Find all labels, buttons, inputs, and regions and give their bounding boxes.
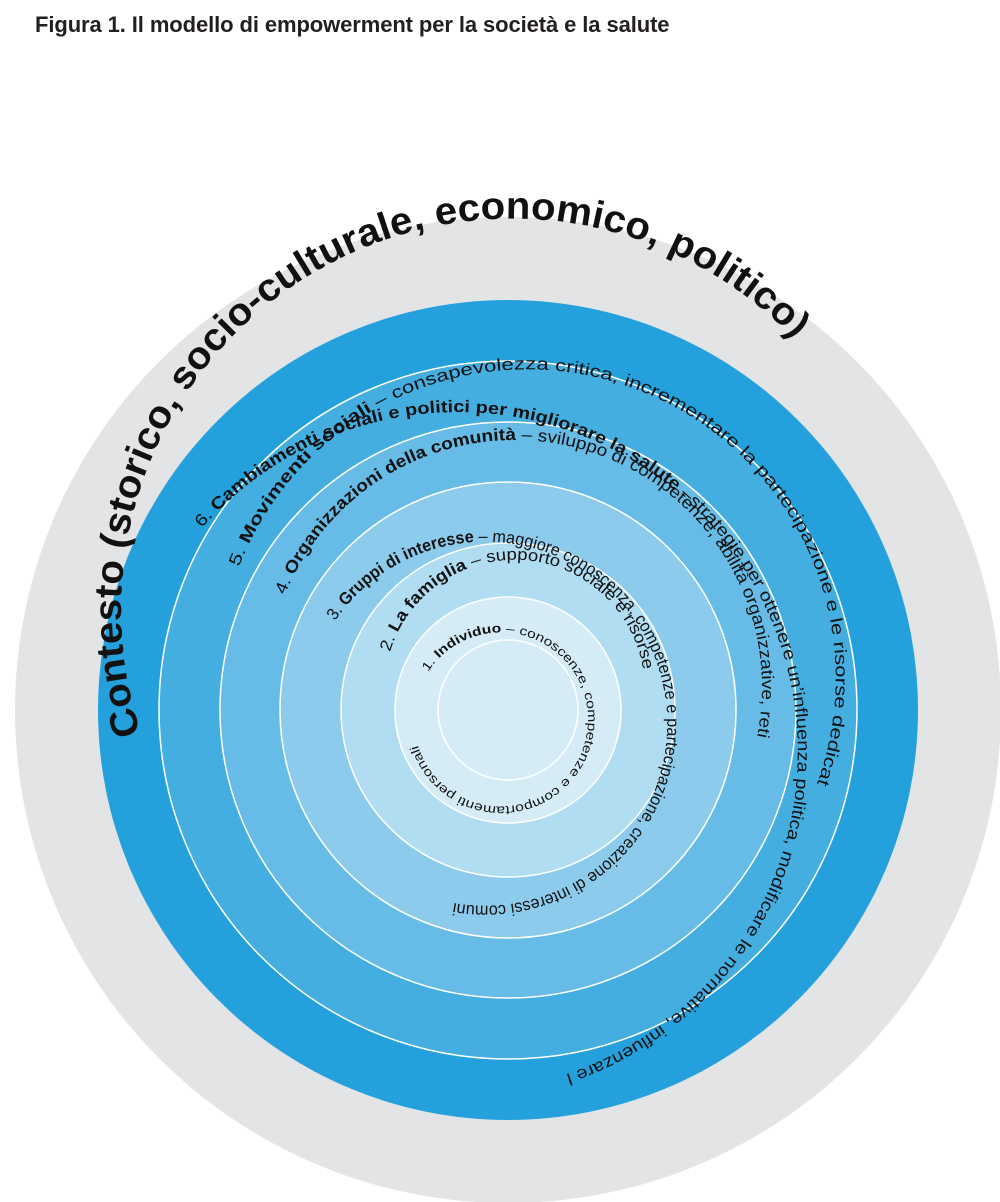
center-circle: [437, 639, 579, 781]
figure-title: Figura 1. Il modello di empowerment per …: [35, 12, 670, 37]
